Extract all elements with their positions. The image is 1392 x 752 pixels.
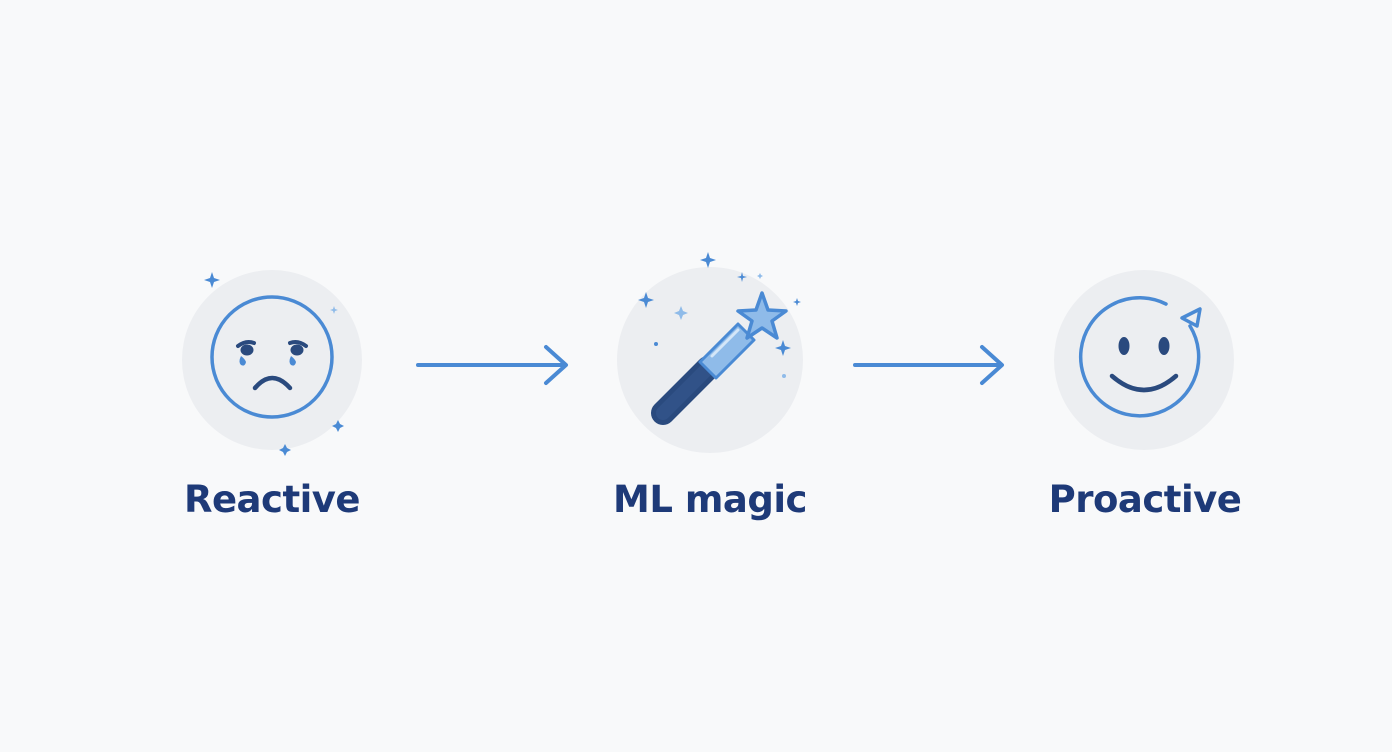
step-reactive-icon-group: [182, 270, 362, 456]
step-label-ml-magic: ML magic: [613, 478, 807, 521]
magic-wand-icon: [651, 291, 788, 425]
sparkle-icon: [279, 444, 291, 456]
sparkle-icon: [332, 420, 344, 432]
sparkle-icon: [330, 306, 338, 314]
sparkle-icon: [793, 298, 801, 306]
step-label-proactive: Proactive: [1048, 478, 1242, 521]
smiley-face-icon: [1078, 296, 1202, 418]
sparkle-icon: [204, 272, 220, 288]
sparkle-dot: [654, 342, 658, 346]
sad-face-icon: [210, 295, 334, 419]
step-label-reactive: Reactive: [183, 478, 361, 521]
step-proactive-icon-group: [1054, 270, 1234, 450]
arrow-right-icon: [853, 345, 1004, 385]
sparkle-dot: [782, 374, 786, 378]
sparkle-icon: [638, 292, 654, 308]
sparkle-icon: [700, 252, 716, 268]
step-ml-magic-icon-group: [617, 252, 803, 453]
sparkle-icon: [775, 340, 791, 356]
sparkle-icon: [757, 273, 763, 279]
sparkle-icon: [674, 306, 688, 320]
sparkle-icon: [737, 272, 747, 282]
arrow-right-icon: [416, 345, 568, 385]
